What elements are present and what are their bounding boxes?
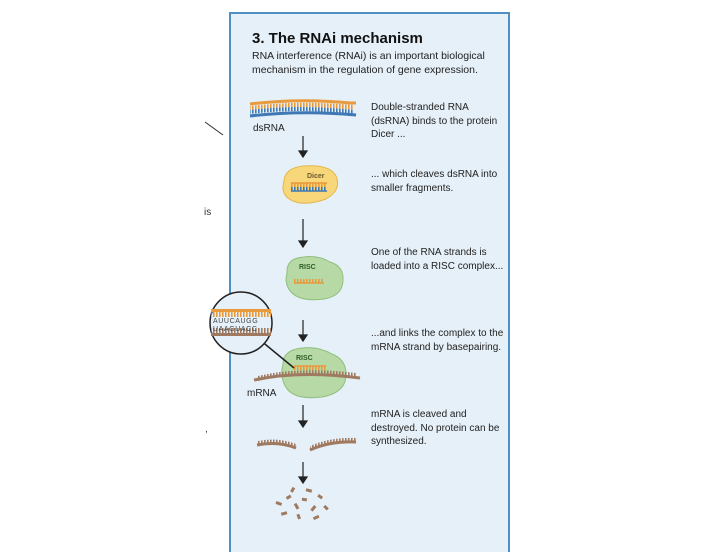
cleaved-mrna	[256, 437, 357, 452]
stray-text: is	[204, 207, 212, 218]
step-4-text: ...and links the complex to the mRNA str…	[371, 328, 504, 353]
risc-complex-1	[285, 256, 344, 301]
rna-fragments	[275, 486, 329, 521]
risc-label-2: RISC	[296, 355, 313, 362]
dicer-protein	[282, 165, 339, 204]
step-5-text: mRNA is cleaved and destroyed. No protei…	[371, 409, 500, 447]
step-1-text: Double-stranded RNA (dsRNA) binds to the…	[371, 102, 498, 140]
dicer-label: Dicer	[307, 173, 325, 180]
mrna-label: mRNA	[247, 388, 277, 399]
magnifier-bottom-bases: UAAGUACC	[213, 326, 257, 333]
dsrna-label: dsRNA	[253, 123, 285, 134]
stray-dot: ,	[205, 424, 208, 435]
magnifier-top-bases: AUUCAUGG	[213, 318, 258, 325]
risc-label-1: RISC	[299, 264, 316, 271]
dsrna-strand	[249, 99, 357, 118]
panel-title: 3. The RNAi mechanism	[252, 30, 423, 47]
stray-slash-mark	[203, 120, 225, 141]
magnifier-lens	[209, 291, 295, 369]
step-2-text: ... which cleaves dsRNA into smaller fra…	[371, 169, 498, 194]
rnai-illustration: Dicer RISC RISC AUUCAUGG UAAGUACC	[209, 99, 361, 521]
panel-intro: RNA interference (RNAi) is an important …	[252, 50, 485, 76]
mrna-strand	[253, 370, 361, 382]
step-3-text: One of the RNA strands is loaded into a …	[371, 247, 504, 272]
